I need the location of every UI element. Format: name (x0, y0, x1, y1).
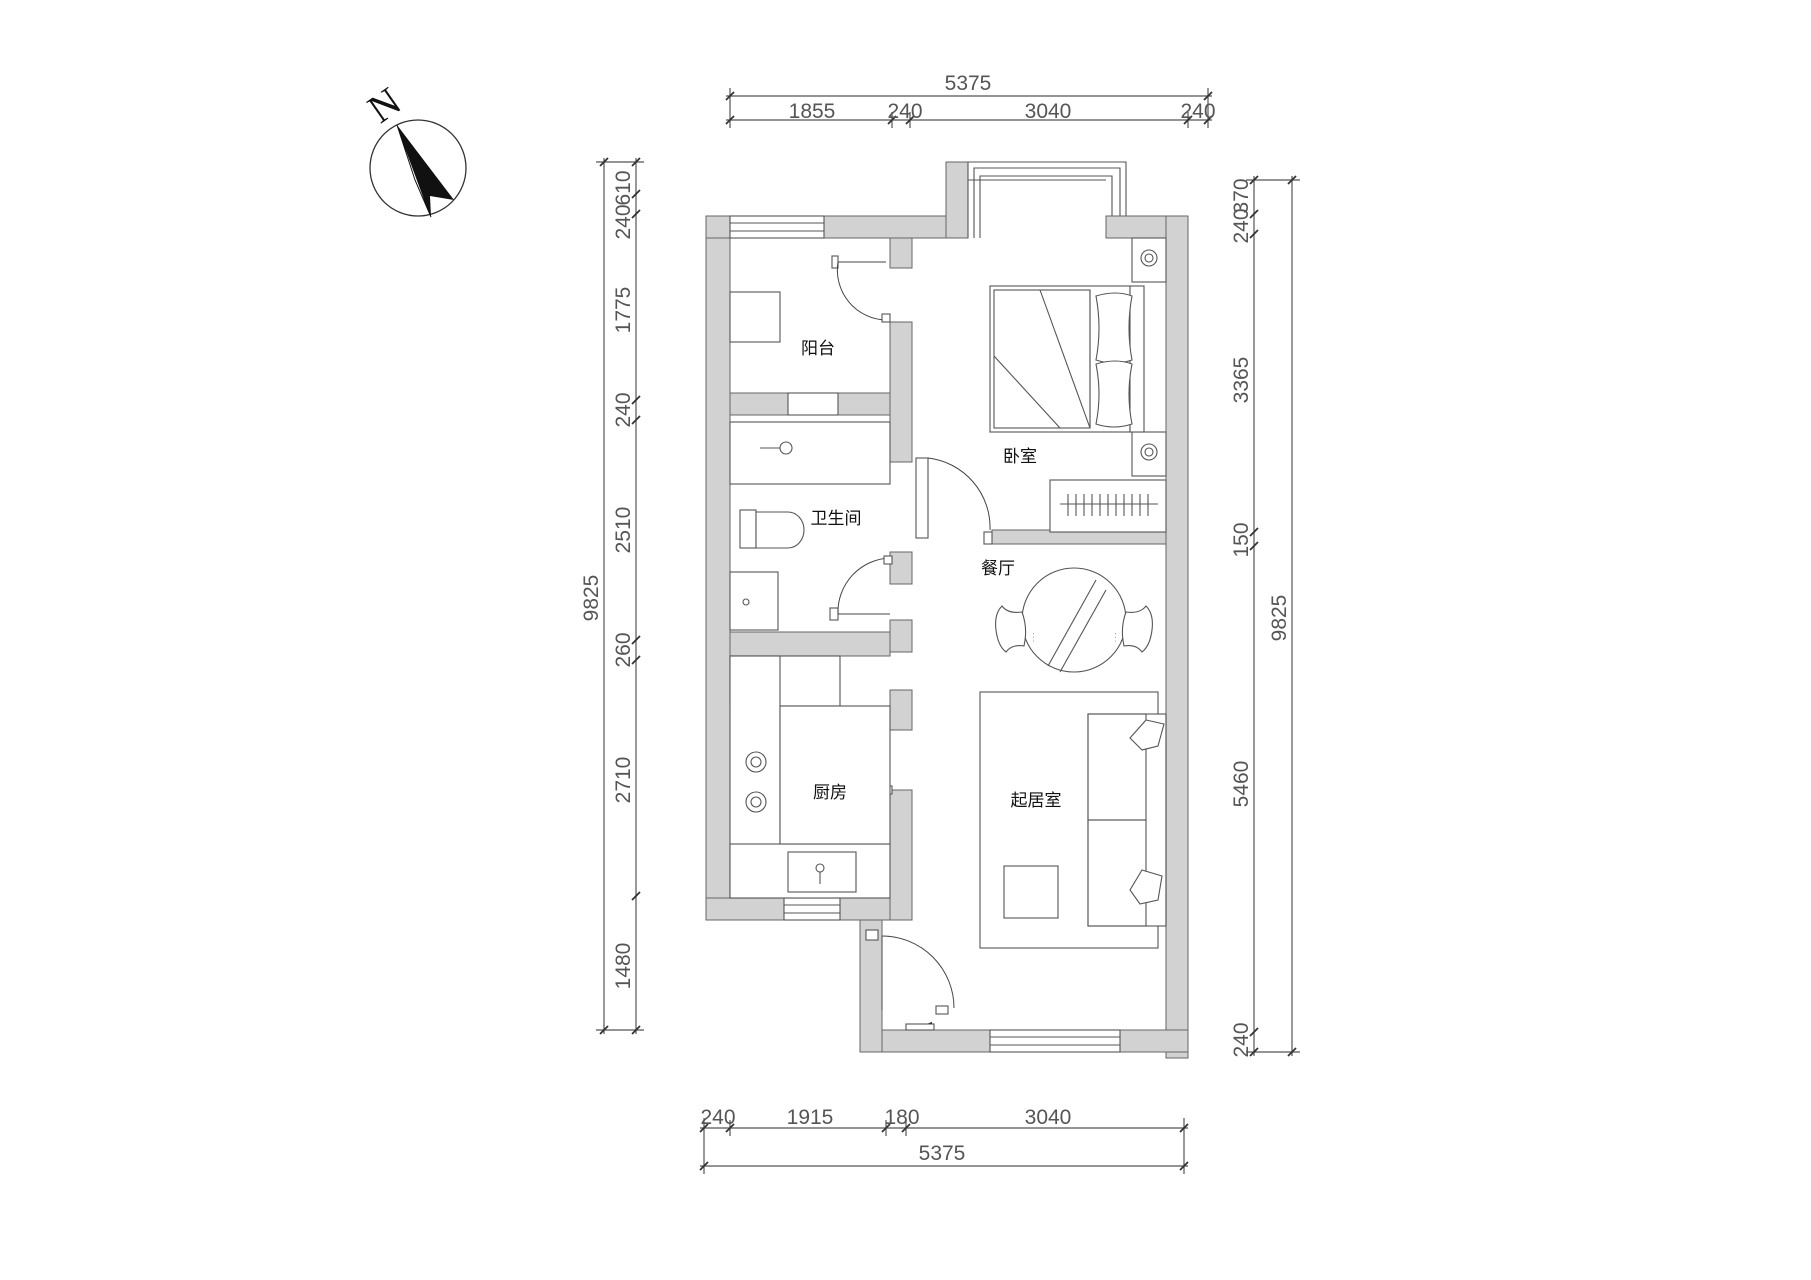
dim-top-total: 5375 (945, 72, 992, 95)
windows (729, 161, 1127, 1053)
compass: N (359, 78, 467, 218)
room-label-bathroom: 卫生间 (811, 509, 862, 529)
dim-bottom-seg-4: 3040 (1025, 1106, 1072, 1129)
top-dimensions: 5375 1855 240 3040 240 (725, 72, 1216, 128)
right-dimensions: 9825 240 370 3365 150 5460 240 (1230, 175, 1300, 1058)
shower-area (729, 421, 891, 485)
dim-left-seg-7: 2710 (612, 757, 635, 804)
bathroom-fixtures (729, 421, 891, 631)
dim-top-seg-4: 240 (1180, 100, 1215, 123)
dim-left-total: 9825 (580, 575, 603, 622)
north-label: N (359, 78, 408, 131)
dim-right-seg-5: 5460 (1230, 761, 1253, 808)
dim-right-total: 9825 (1268, 595, 1291, 642)
room-label-dining: 餐厅 (981, 559, 1015, 579)
dim-top-seg-2: 240 (887, 100, 922, 123)
lamp-icon (1140, 443, 1158, 461)
dim-left-seg-5: 2510 (612, 507, 635, 554)
pillow-icon (1095, 360, 1133, 428)
room-label-living: 起居室 (1011, 791, 1062, 811)
balcony-fixtures (729, 291, 781, 343)
doors (823, 255, 993, 1031)
room-labels: 阳台 卫生间 卧室 餐厅 厨房 起居室 (801, 339, 1062, 811)
shower-head-icon (779, 441, 793, 455)
dim-left-seg-1: 240 (612, 204, 635, 239)
compass-circle (369, 119, 467, 217)
svg-text:· · ·: · · · (1113, 632, 1120, 642)
washing-machine (729, 291, 781, 343)
dim-left-seg-3: 1775 (612, 287, 635, 334)
bottom-dimensions: 240 1915 180 3040 5375 (699, 1106, 1189, 1174)
dim-right-seg-1: 240 (1230, 208, 1253, 243)
dim-bottom-seg-2: 1915 (787, 1106, 834, 1129)
svg-text:· · ·: · · · (1031, 632, 1038, 642)
toilet-tank (739, 509, 757, 549)
left-dimensions: 9825 240 610 1775 240 2510 260 2710 1480 (580, 157, 644, 1035)
cushion-icon (1129, 869, 1163, 905)
dim-top-seg-1: 1855 (789, 100, 836, 123)
dining-chair (1121, 605, 1153, 653)
dim-right-seg-3: 3365 (1230, 357, 1253, 404)
room-label-balcony: 阳台 (801, 339, 835, 359)
cushion-icon (1129, 719, 1165, 751)
dim-right-seg-2: 370 (1230, 178, 1253, 213)
kitchen-work-area (779, 705, 891, 845)
bathroom-sink (729, 571, 779, 631)
dim-left-seg-4: 240 (612, 392, 635, 427)
dim-left-seg-6: 260 (612, 632, 635, 667)
dim-bottom-total: 5375 (919, 1142, 966, 1165)
living-furniture (979, 691, 1167, 949)
dim-bottom-seg-3: 180 (884, 1106, 919, 1129)
lamp-icon (1140, 249, 1158, 267)
dim-right-seg-4: 150 (1230, 522, 1253, 557)
north-arrow-icon (397, 125, 454, 217)
dining-furniture: · · · · · · (995, 567, 1153, 673)
dim-right-seg-6: 240 (1230, 1022, 1253, 1057)
room-label-kitchen: 厨房 (813, 783, 847, 803)
dim-top-seg-3: 3040 (1025, 100, 1072, 123)
dim-left-seg-8: 1480 (612, 943, 635, 990)
pillow-icon (1095, 292, 1133, 364)
dim-left-seg-2: 610 (612, 170, 635, 205)
toilet-bowl-icon (755, 511, 805, 549)
nightstand (1131, 237, 1167, 283)
bedroom-furniture (989, 237, 1167, 533)
coffee-table (1003, 865, 1059, 919)
stove-burner-icon (745, 751, 767, 773)
dim-bottom-seg-1: 240 (700, 1106, 735, 1129)
dining-chair (995, 605, 1027, 653)
kitchen-fixtures (729, 655, 891, 899)
room-label-bedroom: 卧室 (1003, 447, 1037, 467)
north-arrow-shadow (396, 124, 432, 218)
stove-burner-icon (745, 791, 767, 813)
